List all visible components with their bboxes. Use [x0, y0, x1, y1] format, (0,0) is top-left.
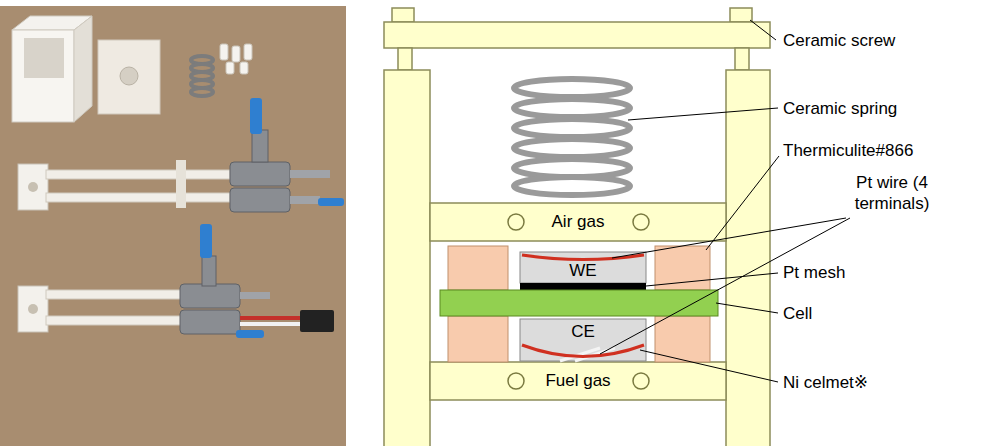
photo	[0, 6, 346, 446]
ceramic-spring	[514, 79, 630, 195]
node-text: CE	[571, 322, 595, 342]
part-label: Ceramic spring	[783, 98, 897, 119]
pt-mesh	[520, 252, 646, 283]
part-label: Pt wire (4 terminals)	[830, 172, 954, 214]
part-label: Ni celmet※	[783, 372, 868, 393]
part-label: Cell	[783, 303, 812, 324]
part-label: Pt mesh	[783, 262, 845, 283]
node-text: Fuel gas	[545, 371, 610, 391]
electrode-box: WE	[520, 258, 646, 283]
electrode-box: CE	[520, 319, 646, 345]
working-electrode	[520, 283, 646, 290]
part-label: Ceramic screw	[783, 30, 895, 51]
ni-celmet	[520, 319, 646, 361]
node-text: WE	[569, 261, 596, 281]
holder-frame	[384, 8, 770, 446]
gas-plate: Air gas	[430, 203, 726, 241]
node-text: Air gas	[552, 212, 605, 232]
part-label: Thermiculite#866	[783, 140, 913, 161]
pt-wire	[522, 255, 644, 357]
leader-lines	[600, 20, 850, 382]
gas-plate: Fuel gas	[430, 362, 726, 400]
